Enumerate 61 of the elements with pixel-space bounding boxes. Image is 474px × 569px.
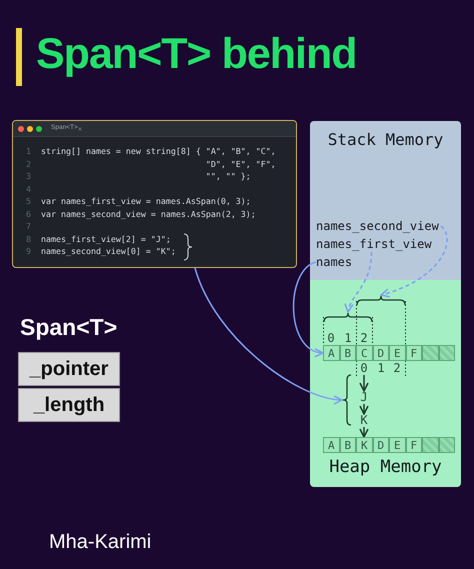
code-line: var names_first_view = names.AsSpan(0, 3); bbox=[41, 196, 251, 206]
curly-brace bbox=[342, 374, 352, 426]
index-number: 2 bbox=[359, 332, 369, 345]
arrow bbox=[359, 427, 369, 438]
code-line: "D", "E", "F", bbox=[204, 158, 276, 169]
line-number: 6 bbox=[25, 208, 31, 219]
array-cell: C bbox=[356, 345, 372, 361]
array-cell: D bbox=[372, 437, 389, 453]
line-number: 2 bbox=[25, 158, 31, 169]
line-number: 7 bbox=[25, 221, 31, 232]
variable-name: names_first_view bbox=[316, 236, 434, 252]
memory-panel bbox=[310, 280, 461, 487]
line-number: 5 bbox=[25, 196, 31, 206]
author-name: Mha-Karimi bbox=[49, 531, 152, 554]
panel-title: Stack Memory bbox=[326, 130, 444, 149]
array-cell: B bbox=[340, 437, 356, 453]
array-cell: B bbox=[340, 345, 356, 361]
array-cell: F bbox=[406, 345, 422, 361]
panel-title: Heap Memory bbox=[328, 457, 443, 477]
struct-field: _pointer bbox=[18, 352, 120, 386]
array-value: J bbox=[358, 391, 370, 404]
code-line: string[] names = new string[8] { "A", "B", "C", bbox=[41, 146, 276, 156]
array-row bbox=[323, 437, 455, 453]
variable-name: names bbox=[316, 254, 356, 270]
dashed-arrow bbox=[380, 226, 448, 298]
index-number: 2 bbox=[392, 362, 402, 375]
code-line: names_second_view[0] = "K"; bbox=[41, 246, 176, 256]
memory-panel bbox=[310, 121, 461, 280]
code-line: var names_second_view = names.AsSpan(2, 3); bbox=[41, 208, 256, 219]
line-number: 1 bbox=[25, 146, 31, 156]
array-cell: E bbox=[389, 437, 406, 453]
variable-name: names_second_view bbox=[316, 218, 441, 234]
array-cell: F bbox=[406, 437, 422, 453]
struct-name: Span<T> bbox=[20, 314, 118, 341]
array-value: 0 bbox=[358, 362, 370, 375]
curly-brace bbox=[323, 312, 373, 323]
struct-field: _length bbox=[18, 388, 120, 422]
line-number: 4 bbox=[25, 184, 31, 194]
index-number: 1 bbox=[376, 362, 386, 375]
arrow bbox=[359, 404, 369, 415]
array-cell: A bbox=[323, 345, 340, 361]
arrow bbox=[292, 261, 324, 356]
code-line: names_first_view[2] = "J"; bbox=[41, 234, 171, 244]
line-number: 9 bbox=[25, 246, 31, 256]
line-number: 3 bbox=[25, 171, 31, 182]
array-cell: D bbox=[372, 345, 389, 361]
array-value: K bbox=[358, 414, 370, 427]
line-number: 8 bbox=[25, 234, 31, 244]
arrow bbox=[359, 375, 369, 392]
array-cell: E bbox=[389, 345, 406, 361]
code-line: "", "" }; bbox=[204, 171, 251, 182]
index-number: 0 bbox=[326, 332, 336, 345]
index-number: 1 bbox=[343, 332, 353, 345]
array-cell: A bbox=[323, 437, 340, 453]
arrow bbox=[194, 268, 343, 404]
code-window bbox=[12, 120, 297, 268]
array-cell: K bbox=[356, 437, 372, 453]
title: Span<T> behind bbox=[36, 30, 356, 79]
dashed-arrow bbox=[345, 252, 372, 313]
curly-brace bbox=[356, 295, 406, 306]
array-row bbox=[323, 345, 455, 361]
